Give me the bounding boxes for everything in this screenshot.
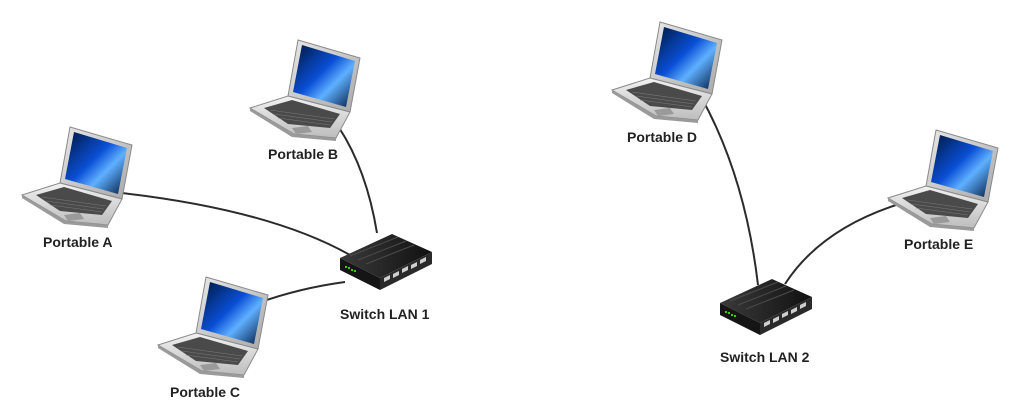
portable-a-label: Portable A: [43, 234, 113, 250]
switch-lan-1-label: Switch LAN 1: [340, 306, 430, 322]
portable-c-label: Portable C: [170, 384, 241, 400]
portable-d-label: Portable D: [627, 129, 698, 145]
portable-b-laptop-icon: [249, 39, 361, 142]
portable-d-laptop-icon: [611, 21, 723, 124]
portable-c-laptop-icon: [157, 276, 269, 379]
link-portable-a-switch-1: [121, 192, 351, 256]
link-portable-e-switch-2: [784, 204, 897, 285]
link-portable-d-switch-2: [699, 94, 759, 286]
portable-b-label: Portable B: [268, 146, 339, 162]
portable-a-laptop-icon: [21, 126, 133, 229]
portable-e-label: Portable E: [904, 236, 974, 252]
switch-lan-2-network-switch-icon: [719, 278, 813, 336]
link-portable-c-switch-1: [257, 281, 346, 304]
switch-lan-1-network-switch-icon: [339, 233, 433, 291]
switch-lan-2-label: Switch LAN 2: [720, 349, 810, 365]
portable-e-laptop-icon: [887, 129, 999, 232]
